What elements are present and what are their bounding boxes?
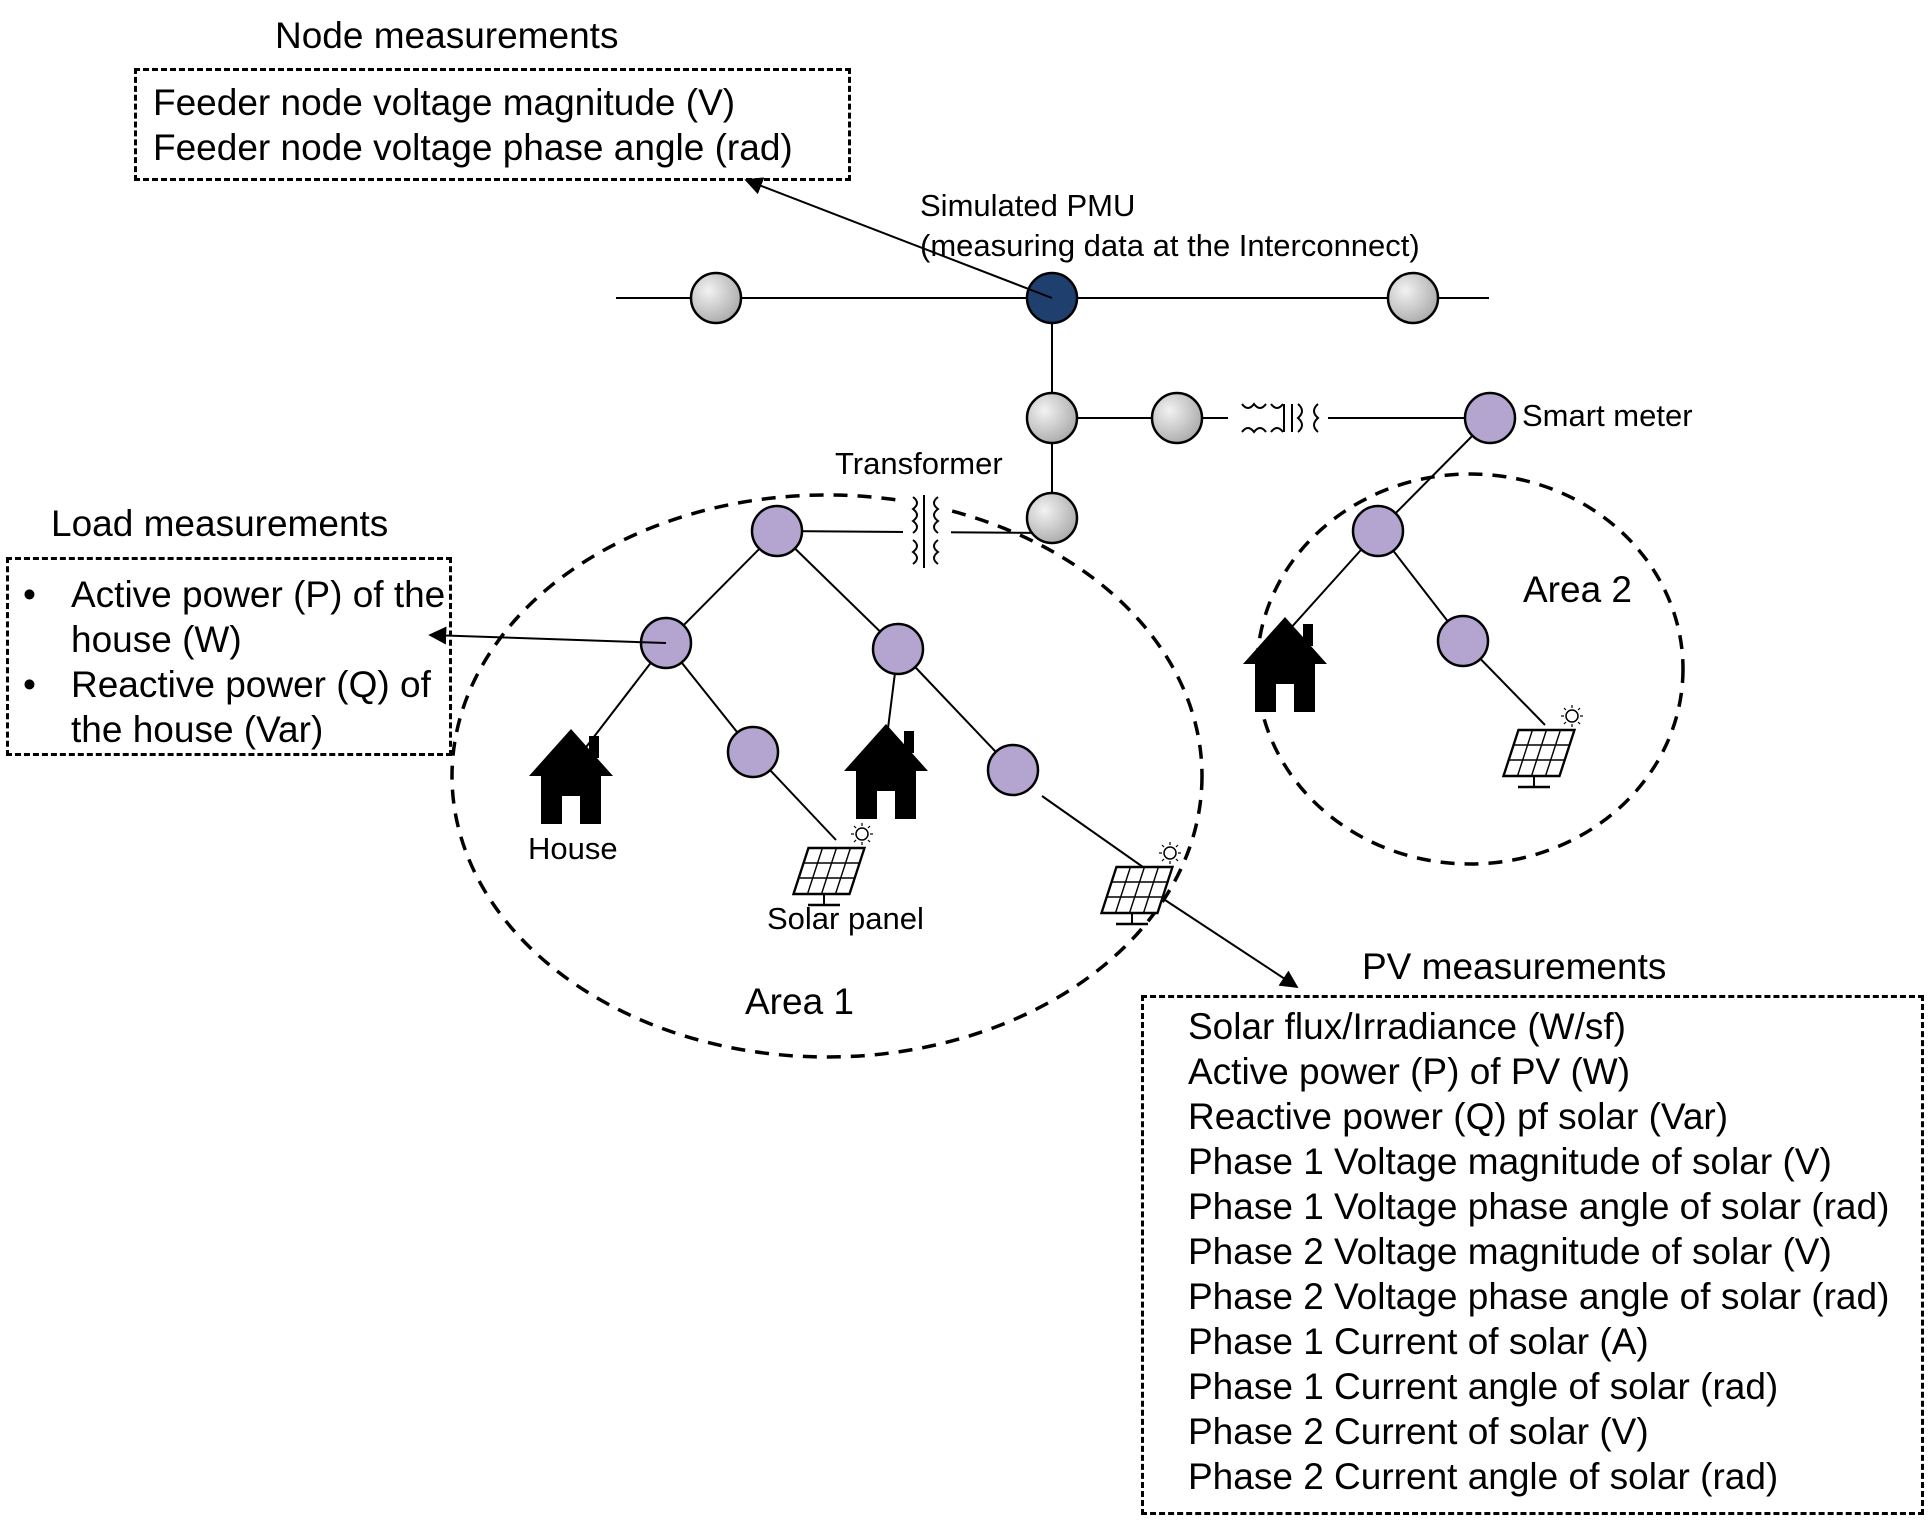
- load-measurements-title: Load measurements: [51, 503, 389, 544]
- grid-node: [1150, 391, 1204, 445]
- pmu-arrow: [744, 177, 1053, 299]
- load-arrow: [428, 626, 667, 645]
- area1-boundary: [450, 493, 1204, 1059]
- load-node: [1436, 614, 1490, 668]
- node-measurement-item: Feeder node voltage magnitude (V): [153, 82, 736, 123]
- pv-measurement-item: Phase 2 Voltage phase angle of solar (ra…: [1188, 1276, 1890, 1317]
- node-measurements-title: Node measurements: [275, 15, 619, 56]
- grid-node: [1025, 491, 1079, 545]
- load-node: [1351, 504, 1405, 558]
- grid-node: [1025, 391, 1079, 445]
- load-node: [726, 725, 780, 779]
- grid-node: [1386, 271, 1440, 325]
- network-lines: [579, 297, 1546, 873]
- bullet-icon: •: [23, 574, 36, 615]
- pv-measurements-title: PV measurements: [1362, 946, 1667, 987]
- load-measurement-item: Active power (P) of the: [71, 574, 446, 615]
- house-label: House: [528, 831, 618, 866]
- bullet-icon: •: [23, 664, 36, 705]
- load-node: [750, 504, 804, 558]
- area1-label: Area 1: [745, 981, 855, 1022]
- pv-measurement-item: Phase 2 Voltage magnitude of solar (V): [1188, 1231, 1832, 1272]
- transformer-icon: [903, 488, 951, 572]
- area2-boundary: [1255, 472, 1685, 866]
- area2-label: Area 2: [1523, 569, 1633, 610]
- load-measurement-item: Reactive power (Q) of: [71, 664, 431, 705]
- pv-measurement-item: Phase 1 Current angle of solar (rad): [1188, 1366, 1779, 1407]
- node-measurements-box: Feeder node voltage magnitude (V) Feeder…: [134, 68, 851, 181]
- pmu-label: Simulated PMU: [920, 188, 1136, 223]
- pmu-sublabel: (measuring data at the Interconnect): [920, 228, 1420, 263]
- pv-measurement-item: Phase 1 Current of solar (A): [1188, 1321, 1649, 1362]
- pv-measurement-item: Phase 1 Voltage magnitude of solar (V): [1188, 1141, 1832, 1182]
- transformer-icon: [1228, 395, 1328, 441]
- load-measurement-item: the house (Var): [71, 709, 324, 750]
- house-icon: [529, 729, 613, 824]
- solar-panel-icon: [792, 821, 875, 907]
- solar-panel-label: Solar panel: [767, 901, 924, 936]
- node-measurement-item: Feeder node voltage phase angle (rad): [153, 127, 793, 168]
- pv-measurement-item: Active power (P) of PV (W): [1188, 1051, 1631, 1092]
- pv-measurements-box: Solar flux/Irradiance (W/sf) Active powe…: [1141, 995, 1924, 1515]
- grid-node: [689, 271, 743, 325]
- pv-measurement-item: Phase 2 Current angle of solar (rad): [1188, 1456, 1779, 1497]
- pv-measurement-item: Solar flux/Irradiance (W/sf): [1188, 1006, 1626, 1047]
- house-icon: [844, 724, 928, 819]
- load-node: [871, 622, 925, 676]
- solar-panel-icon: [1100, 840, 1183, 926]
- pv-measurement-item: Phase 2 Current of solar (V): [1188, 1411, 1649, 1452]
- solar-panel-icon: [1502, 703, 1585, 789]
- smart-meter-node: [1463, 391, 1517, 445]
- load-node: [986, 743, 1040, 797]
- pv-measurement-item: Reactive power (Q) pf solar (Var): [1188, 1096, 1729, 1137]
- pv-measurement-item: Phase 1 Voltage phase angle of solar (ra…: [1188, 1186, 1890, 1227]
- load-measurement-item: house (W): [71, 619, 242, 660]
- house-icon: [1243, 617, 1327, 712]
- pv-arrow: [1164, 899, 1299, 988]
- load-measurements-box: • Active power (P) of the house (W) • Re…: [6, 557, 452, 756]
- transformer-label: Transformer: [835, 446, 1003, 481]
- smart-meter-label: Smart meter: [1522, 398, 1693, 433]
